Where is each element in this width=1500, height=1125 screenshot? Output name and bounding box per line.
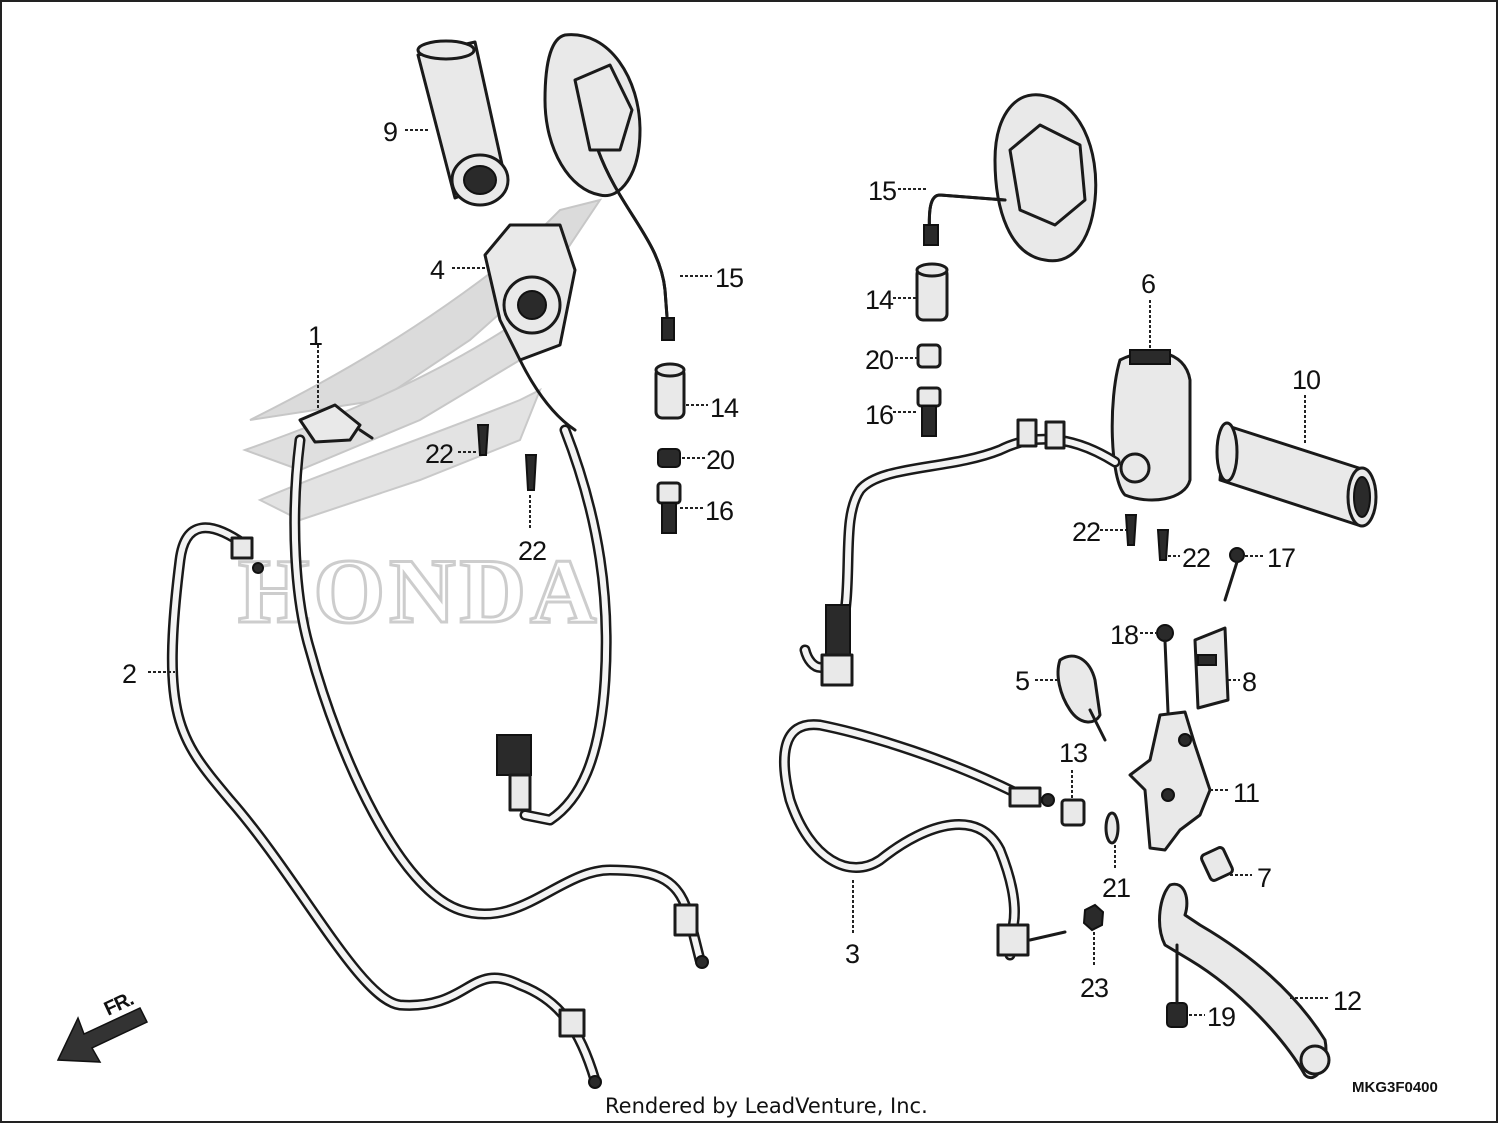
part-6-harness <box>799 418 1121 687</box>
render-credit: Rendered by LeadVenture, Inc. <box>605 1094 928 1118</box>
callout-12: 12 <box>1333 986 1361 1016</box>
part-14-right-rubber <box>915 262 949 322</box>
callout-13: 13 <box>1059 738 1087 768</box>
part-16-right-adapter <box>916 386 942 437</box>
part-1-connector <box>298 403 374 444</box>
callout-23: 23 <box>1080 973 1108 1003</box>
callout-22-c: 22 <box>1072 517 1100 547</box>
part-6-right-switch <box>1110 349 1192 502</box>
part-9-left-grip <box>416 39 510 207</box>
callout-22-d: 22 <box>1182 543 1210 573</box>
part-8-clutch-switch <box>1193 626 1230 710</box>
callout-20-right: 20 <box>865 345 893 375</box>
part-19-nut <box>1166 943 1188 1028</box>
callout-19: 19 <box>1207 1002 1235 1032</box>
part-22-screw-d <box>1156 529 1170 561</box>
callout-10: 10 <box>1292 365 1320 395</box>
part-20-left-nut <box>657 448 681 468</box>
part-15-left-mirror <box>543 33 675 341</box>
callout-21: 21 <box>1102 873 1130 903</box>
part-1-cable <box>289 434 709 969</box>
callout-15-right: 15 <box>868 176 896 206</box>
callout-22-a: 22 <box>425 439 453 469</box>
callout-15-left: 15 <box>715 263 743 293</box>
part-22-screw-a <box>476 424 490 456</box>
part-21-nut <box>1104 811 1120 845</box>
part-22-screw-b <box>524 454 538 491</box>
callout-7: 7 <box>1257 863 1271 893</box>
callout-22-b: 22 <box>518 536 546 566</box>
part-12-clutch-lever <box>1158 882 1331 1079</box>
callout-11: 11 <box>1233 778 1259 808</box>
callout-18: 18 <box>1110 620 1138 650</box>
callout-9: 9 <box>383 117 397 147</box>
callout-16-right: 16 <box>865 400 893 430</box>
part-18-screw <box>1156 624 1174 714</box>
part-5-cover <box>1056 654 1107 742</box>
callout-5: 5 <box>1015 666 1029 696</box>
callout-2: 2 <box>122 659 136 689</box>
callout-1: 1 <box>308 321 322 351</box>
part-20-right-nut <box>916 343 942 369</box>
part-16-left-adapter <box>656 481 682 534</box>
callout-8: 8 <box>1242 667 1256 697</box>
part-14-left-rubber <box>654 362 686 420</box>
callout-20-left: 20 <box>706 445 734 475</box>
part-13-adjuster <box>1060 798 1086 827</box>
callout-6: 6 <box>1141 269 1155 299</box>
callout-4: 4 <box>430 255 445 285</box>
part-4-harness <box>496 424 612 826</box>
front-direction-arrow-icon: FR. <box>56 988 149 1063</box>
callout-14-left: 14 <box>710 393 739 423</box>
callout-14-right: 14 <box>865 285 894 315</box>
part-17-screw <box>1223 547 1245 602</box>
callout-17: 17 <box>1267 543 1295 573</box>
part-4-left-switch <box>483 223 577 432</box>
part-3-clutch-cable <box>778 719 1067 961</box>
part-11-lever-holder <box>1128 710 1212 852</box>
callout-3: 3 <box>845 939 859 969</box>
part-10-right-grip <box>1215 421 1378 528</box>
part-7-pivot <box>1200 846 1234 882</box>
part-15-right-mirror <box>923 93 1098 263</box>
diagram-code: MKG3F0400 <box>1352 1079 1438 1096</box>
part-22-screw-c <box>1124 514 1138 546</box>
part-2-throttle-cable <box>166 522 602 1089</box>
part-23-nut <box>1082 903 1105 932</box>
callout-16-left: 16 <box>705 496 733 526</box>
